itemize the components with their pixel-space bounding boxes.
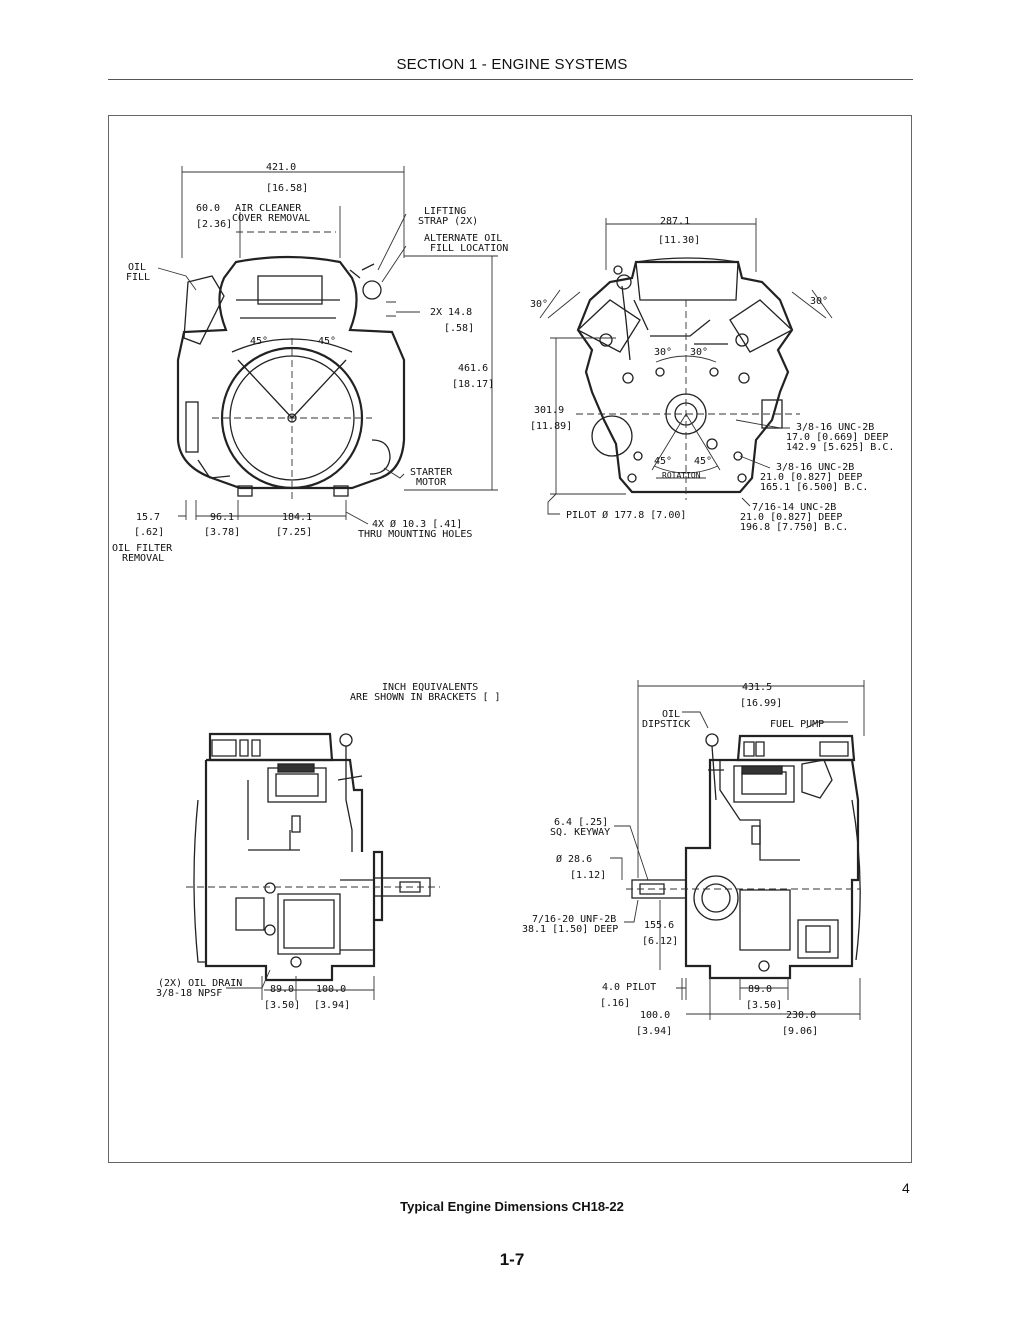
rear-width-mm: 287.1 [660,216,690,227]
figure-number: 4 [902,1180,910,1196]
base-b-in: [7.25] [276,527,312,538]
rear-height-in: [11.89] [530,421,572,432]
keyway-size: 6.4 [.25] [554,817,608,828]
thread2: 3/8-16 UNC-2B [776,462,854,473]
pilot-mm: 4.0 PILOT [602,982,656,993]
right-width-in: [16.99] [740,698,782,709]
left-a-mm: 89.0 [270,984,294,995]
rear-angle-f: 45° [694,456,712,467]
rear-height-mm: 301.9 [534,405,564,416]
air-cleaner-label2: COVER REMOVAL [232,213,310,224]
two-x-in: [.58] [444,323,474,334]
filter-in: [.62] [134,527,164,538]
front-view: 421.0 [16.58] 60.0 AIR CLEANER COVER REM… [112,162,508,564]
rear-angle-e: 45° [654,456,672,467]
rear-angle-d: 30° [690,347,708,358]
dipstick-label2: DIPSTICK [642,719,690,730]
front-width-mm: 421.0 [266,162,296,173]
right-a-mm: 89.0 [748,984,772,995]
thread2-bc: 165.1 [6.500] B.C. [760,482,868,493]
mounting-holes: 4X Ø 10.3 [.41] [372,518,462,530]
thread3-bc: 196.8 [7.750] B.C. [740,522,848,533]
pilot-diameter: PILOT Ø 177.8 [7.00] [566,509,686,521]
note-line1: INCH EQUIVALENTS [382,682,478,693]
rear-view: 287.1 [11.30] 30° 30° 30° 30° 301.9 [11.… [530,216,894,533]
right-c-in: [9.06] [782,1026,818,1037]
base-a-in: [3.78] [204,527,240,538]
right-side-view: 431.5 [16.99] OIL DIPSTICK FUEL PUMP 6.4… [522,680,865,1037]
thread3-depth: 21.0 [0.827] DEEP [740,512,842,523]
starter-label2: MOTOR [416,477,447,488]
header-rule [108,79,913,80]
thread2-depth: 21.0 [0.827] DEEP [760,472,862,483]
mounting-holes2: THRU MOUNTING HOLES [358,529,472,540]
lifting-strap: LIFTING [424,206,466,217]
left-a-in: [3.50] [264,1000,300,1011]
shaft-tap2: 38.1 [1.50] DEEP [522,924,618,935]
section-title: SECTION 1 - ENGINE SYSTEMS [396,56,628,73]
front-width-in: [16.58] [266,183,308,194]
air-cleaner-mm: 60.0 [196,203,220,214]
alt-oil-fill: ALTERNATE OIL [424,233,502,244]
shaft-height-in: [6.12] [642,936,678,947]
keyway-label: SQ. KEYWAY [550,827,610,838]
oil-drain: (2X) OIL DRAIN [158,978,242,989]
starter-label: STARTER [410,467,453,478]
thread1-depth: 17.0 [0.669] DEEP [786,432,888,443]
alt-oil-fill2: FILL LOCATION [430,243,508,254]
front-height-mm: 461.6 [458,363,488,374]
right-c-mm: 230.0 [786,1010,816,1021]
rear-width-in: [11.30] [658,235,700,246]
angle-left: 45° [250,336,268,347]
dipstick-label: OIL [662,709,680,720]
figure-frame [108,115,912,1163]
oil-fill: OIL [128,262,146,273]
thread1-bc: 142.9 [5.625] B.C. [786,442,894,453]
filter-label: OIL FILTER [112,543,173,554]
rear-angle-c: 30° [654,347,672,358]
filter-mm: 15.7 [136,512,160,523]
base-a-mm: 96.1 [210,512,234,523]
oil-drain2: 3/8-18 NPSF [156,988,222,999]
filter-label2: REMOVAL [122,553,164,564]
shaft-height-mm: 155.6 [644,920,674,931]
left-side-view: (2X) OIL DRAIN 3/8-18 NPSF 89.0 [3.50] 1… [156,732,440,1011]
right-a-in: [3.50] [746,1000,782,1011]
right-width-mm: 431.5 [742,682,772,693]
air-cleaner-label: AIR CLEANER [235,203,302,214]
shaft-tap: 7/16-20 UNF-2B [532,914,616,925]
shaft-diameter-mm: Ø 28.6 [556,853,592,865]
shaft-diameter-in: [1.12] [570,870,606,881]
pilot-in: [.16] [600,998,630,1009]
figure-caption: Typical Engine Dimensions CH18-22 [400,1199,624,1214]
right-b-in: [3.94] [636,1026,672,1037]
two-x-mm: 2X 14.8 [430,307,472,318]
thread1: 3/8-16 UNC-2B [796,422,874,433]
rear-angle-a: 30° [530,299,548,310]
oil-fill2: FILL [126,272,150,283]
angle-right: 45° [318,336,336,347]
rear-angle-b: 30° [810,296,828,307]
air-cleaner-in: [2.36] [196,219,232,230]
right-b-mm: 100.0 [640,1010,670,1021]
front-height-in: [18.17] [452,379,494,390]
base-b-mm: 184.1 [282,512,312,523]
rotation-label: ROTATION [662,471,701,480]
left-b-in: [3.94] [314,1000,350,1011]
thread3: 7/16-14 UNC-2B [752,502,836,513]
lifting-strap2: STRAP (2X) [418,216,478,227]
note-line2: ARE SHOWN IN BRACKETS [ ] [350,692,501,703]
left-b-mm: 100.0 [316,984,346,995]
fuel-pump-label: FUEL PUMP [770,719,824,730]
page-number: 1-7 [499,1250,525,1269]
